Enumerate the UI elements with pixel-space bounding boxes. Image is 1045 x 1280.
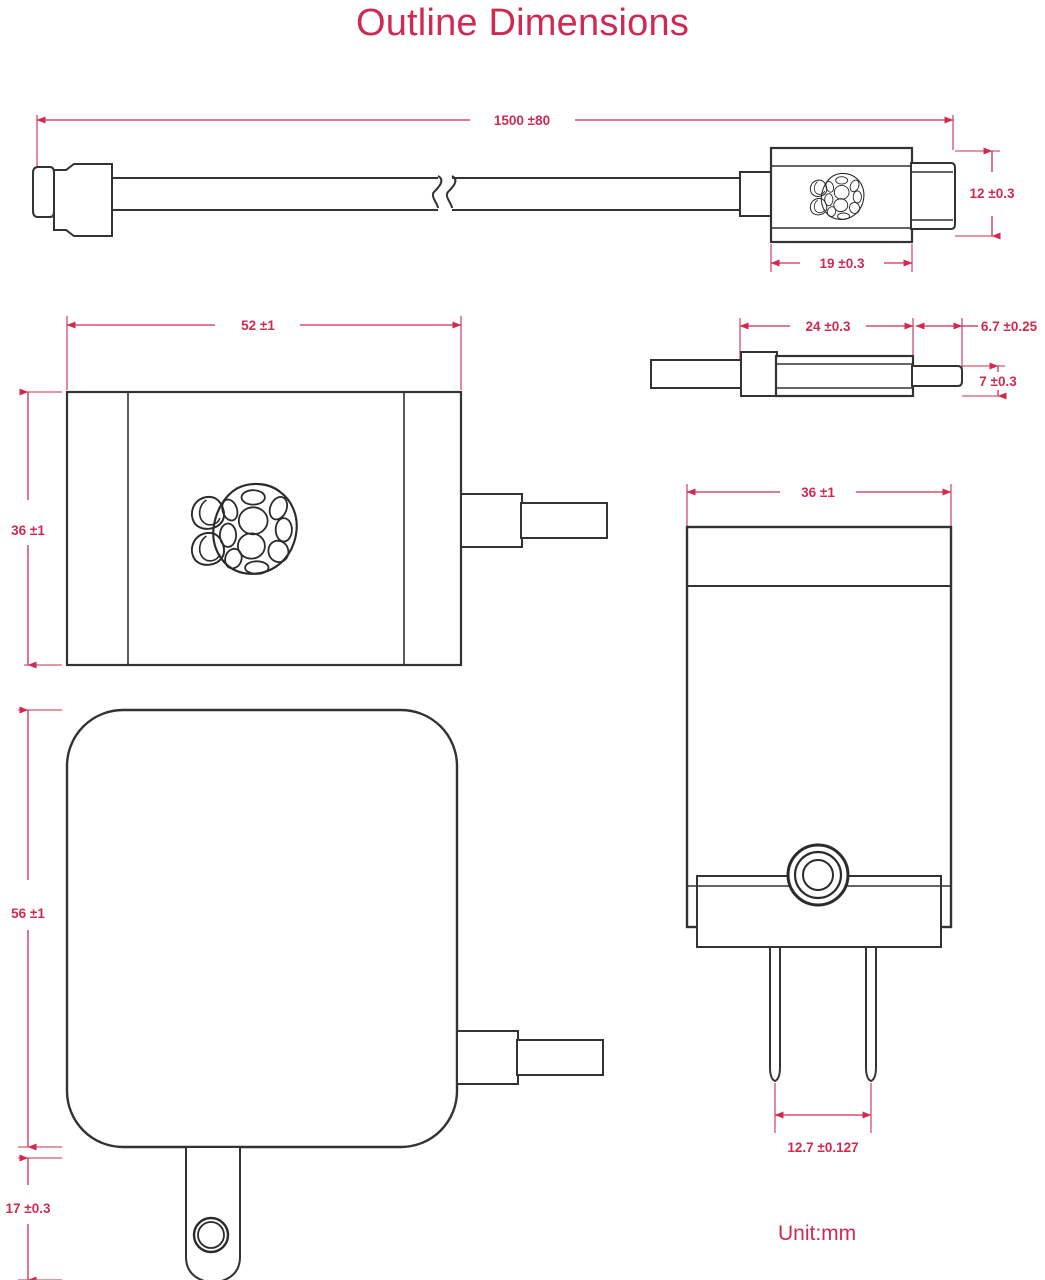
view-dc-plug: 24 ±0.3 6.7 ±0.25 7 ±0.3 — [650, 318, 1038, 400]
cable-break-symbol — [445, 175, 457, 209]
plug-neck — [740, 351, 778, 397]
plug-barrel — [774, 354, 915, 398]
view-cable-assembly: 1500 ±80 — [32, 113, 1015, 272]
prong-hole-inner-circle — [197, 1221, 225, 1249]
dimension-label-psu-height: 36 ±1 — [11, 523, 45, 538]
dimension-label-psu-width: 52 ±1 — [241, 318, 275, 333]
page-title: Outline Dimensions — [355, 2, 690, 44]
view-psu-side: 52 ±1 36 ±1 — [11, 316, 608, 669]
dimension-label-cable-length: 1500 ±80 — [494, 113, 550, 128]
usb-c-connector-body — [769, 146, 914, 244]
cable-end-flange — [32, 166, 55, 218]
psu-boss-inner-circle — [802, 859, 834, 891]
dimension-label-connector-length: 19 ±0.3 — [820, 256, 865, 271]
psu-cable-strain-relief — [460, 493, 523, 548]
dimension-label-plug-dia: 7 ±0.3 — [979, 374, 1017, 389]
psu-top-prong — [185, 1146, 241, 1280]
dimension-label-psu-depth: 36 ±1 — [801, 485, 835, 500]
view-psu-top: 56 ±1 17 ±0.3 — [6, 706, 604, 1280]
unit-note: Unit:mm — [778, 1222, 857, 1245]
psu-top-cable-stub — [516, 1039, 604, 1076]
dimension-label-psu-body-height: 56 ±1 — [11, 906, 45, 921]
cable-strain-relief — [53, 163, 113, 237]
plug-cable-stub — [650, 359, 746, 389]
usb-c-plug-tip — [910, 162, 956, 230]
dimension-label-psu-pin-height: 17 ±0.3 — [6, 1201, 51, 1216]
psu-cable-stub — [520, 502, 608, 539]
mains-pin-right — [865, 946, 877, 1083]
cable-break-symbol — [431, 175, 443, 209]
psu-top-cable-strain-relief — [456, 1030, 519, 1085]
dimension-label-pin-spacing: 12.7 ±0.127 — [787, 1140, 858, 1155]
dimension-label-connector-height: 12 ±0.3 — [970, 186, 1015, 201]
mains-pin-left — [769, 946, 781, 1083]
psu-top-body — [65, 708, 459, 1149]
connector-neck — [739, 171, 773, 217]
dimension-label-plug-body: 24 ±0.3 — [806, 319, 851, 334]
plug-tip — [911, 365, 963, 387]
dimension-label-plug-tip: 6.7 ±0.25 — [981, 319, 1038, 334]
view-psu-front: 36 ±1 12.7 ±0.127 — [685, 484, 953, 1155]
